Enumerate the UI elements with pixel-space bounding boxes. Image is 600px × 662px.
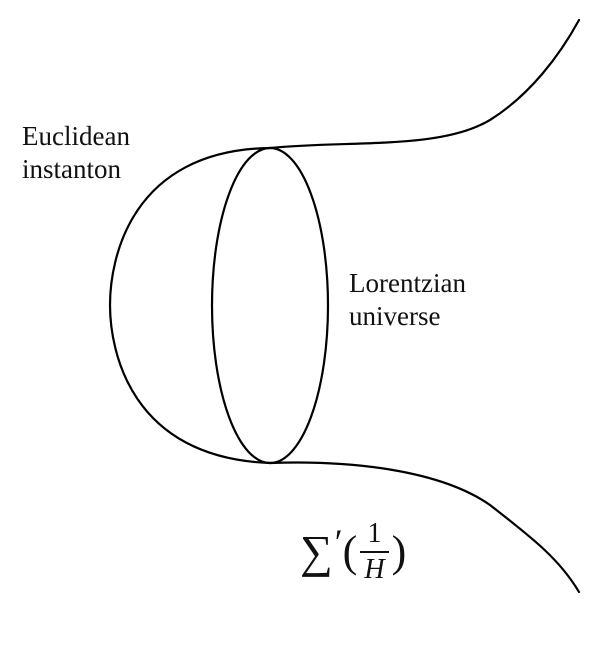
upper-boundary-curve: [268, 18, 581, 150]
fraction-numerator: 1: [367, 518, 382, 549]
fraction-bar: [360, 551, 389, 553]
open-paren: (: [342, 527, 358, 576]
sigma-symbol: ∑: [300, 526, 333, 577]
lorentzian-universe-label: Lorentzian universe: [349, 267, 466, 333]
close-paren: ): [391, 527, 407, 576]
lorentzian-label-line-1: Lorentzian: [349, 268, 466, 298]
fraction-denominator: H: [364, 554, 385, 585]
euclidean-label-line-2: instanton: [22, 154, 121, 184]
euclidean-instanton-label: Euclidean instanton: [22, 120, 130, 186]
sigma-formula: ∑ ′ ( 1 H ): [300, 512, 406, 592]
fraction: 1 H: [360, 518, 389, 585]
prime-mark: ′: [334, 522, 343, 562]
lorentzian-label-line-2: universe: [349, 301, 441, 331]
junction-ellipse: [210, 146, 330, 465]
euclidean-hemisphere: [108, 146, 272, 465]
lower-boundary-curve: [268, 461, 581, 594]
euclidean-label-line-1: Euclidean: [22, 121, 130, 151]
